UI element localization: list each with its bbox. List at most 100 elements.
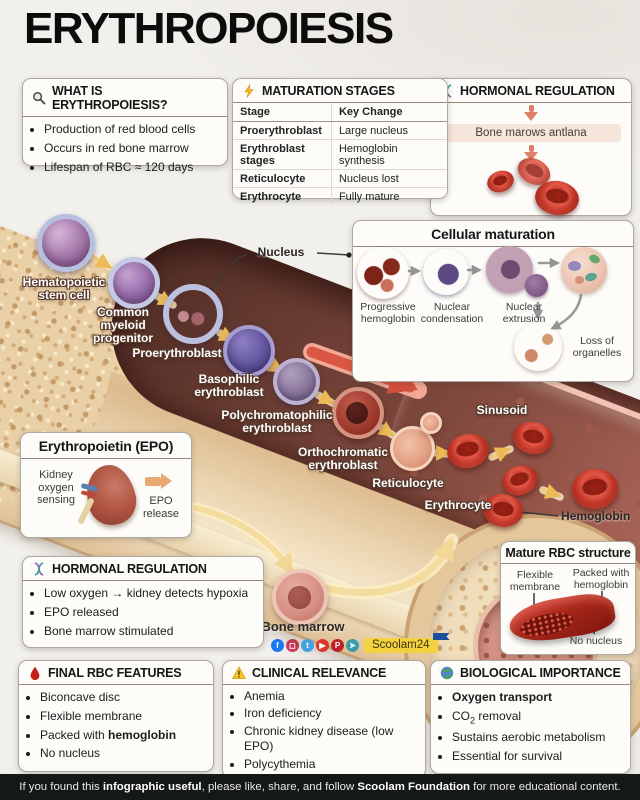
clinical-list: Anemia Iron deficiency Chronic kidney di… bbox=[223, 689, 425, 790]
panel-epo-header: Erythropoietin (EPO) bbox=[21, 433, 191, 459]
magnifier-icon bbox=[33, 92, 46, 105]
bullet-item: Low oxygen → kidney detects hypoxia bbox=[44, 586, 263, 602]
table-row: Erythrocyte Fully mature bbox=[233, 187, 447, 205]
panel-title: BIOLOGICAL IMPORTANCE bbox=[460, 666, 621, 680]
epo-release-label: EPO release bbox=[142, 495, 180, 520]
bullet-item: Oxygen transport bbox=[452, 690, 630, 706]
cell-proerythroblast bbox=[163, 284, 223, 344]
facebook-icon[interactable]: f bbox=[271, 639, 284, 652]
cell-hematopoietic-stem bbox=[37, 214, 95, 272]
footer-text: If you found this bbox=[19, 781, 103, 793]
social-handle[interactable]: Scoolam24 bbox=[364, 633, 450, 653]
panel-biological: BIOLOGICAL IMPORTANCE Oxygen transport C… bbox=[430, 660, 631, 774]
pointer-lines bbox=[209, 252, 559, 517]
panel-hormonal-top-header: HORMONAL REGULATION bbox=[431, 79, 631, 103]
panel-final-rbc: FINAL RBC FEATURES Biconcave disc Flexib… bbox=[18, 660, 214, 772]
telegram-icon[interactable]: ➤ bbox=[346, 639, 359, 652]
panel-title: Erythropoietin (EPO) bbox=[38, 438, 174, 454]
panel-title: MATURATION STAGES bbox=[262, 84, 395, 98]
label-reticulocyte: Reticulocyte bbox=[372, 476, 444, 490]
bullet-item: Polycythemia bbox=[244, 757, 425, 773]
step-label: Progressive hemoglobin bbox=[360, 301, 416, 326]
panel-cellular-maturation-header: Cellular maturation bbox=[353, 221, 633, 247]
panel-title: Cellular maturation bbox=[431, 226, 555, 242]
bullet-item: Anemia bbox=[244, 689, 425, 705]
panel-title: HORMONAL REGULATION bbox=[52, 562, 207, 576]
panel-title: Mature RBC structure bbox=[505, 546, 631, 560]
bullet-item: Biconcave disc bbox=[40, 690, 213, 706]
panel-mature-rbc-header: Mature RBC structure bbox=[501, 542, 635, 564]
table-row: Reticulocyte Nucleus lost bbox=[233, 169, 447, 188]
panel-title: CLINICAL RELEVANCE bbox=[252, 666, 387, 680]
cell-orthochromatic-erythroblast bbox=[332, 387, 384, 439]
col-header-stage: Stage bbox=[233, 103, 332, 122]
page-title: ERYTHROPOIESIS bbox=[24, 4, 394, 53]
down-arrow-icon bbox=[524, 112, 538, 121]
no-nucleus-label: No nucleus bbox=[569, 635, 623, 647]
epo-arrow-stem bbox=[145, 477, 161, 486]
label-basophilic-erythroblast: Basophilic erythroblast bbox=[194, 372, 264, 399]
flag-icon bbox=[432, 633, 450, 640]
panel-what-is-header: WHAT IS ERYTHROPOIESIS? bbox=[23, 79, 227, 117]
bullet-item: CO2 removal bbox=[452, 709, 630, 727]
panel-clinical-header: CLINICAL RELEVANCE bbox=[223, 661, 425, 685]
bullet-item: Lifespan of RBC ≈ 120 days bbox=[44, 160, 227, 176]
twitter-icon[interactable]: t bbox=[301, 639, 314, 652]
panel-title: FINAL RBC FEATURES bbox=[48, 666, 182, 680]
flow-band: Bone marows antlana bbox=[441, 124, 621, 142]
panel-maturation-header: MATURATION STAGES bbox=[233, 79, 447, 103]
instagram-icon[interactable]: ◻ bbox=[286, 639, 299, 652]
youtube-icon[interactable]: ▶ bbox=[316, 639, 329, 652]
panel-biological-header: BIOLOGICAL IMPORTANCE bbox=[431, 661, 630, 685]
bullet-item: Bone marrow stimulated bbox=[44, 624, 263, 640]
panel-hormonal-left-header: HORMONAL REGULATION bbox=[23, 557, 263, 581]
maturation-cell-3-extruded-nucleus bbox=[525, 274, 548, 297]
step-label: Nuclear condensation bbox=[420, 301, 484, 326]
bullet-item: No nucleus bbox=[40, 746, 213, 762]
maturation-cell-1 bbox=[357, 247, 409, 299]
panel-mature-rbc: Mature RBC structure Flexible membrane P… bbox=[500, 541, 636, 655]
label-nucleus: Nucleus bbox=[257, 245, 305, 259]
bullet-item: EPO released bbox=[44, 605, 263, 621]
maturation-table: Stage Key Change Proerythroblast Large n… bbox=[233, 103, 447, 205]
pointer-line bbox=[533, 593, 535, 605]
label-hematopoietic-stem-cell: Hematopoietic stem cell bbox=[22, 275, 106, 302]
final-rbc-list: Biconcave disc Flexible membrane Packed … bbox=[19, 690, 213, 762]
label-polychromatophilic-erythroblast: Polychromatophilic erythroblast bbox=[221, 408, 333, 435]
panel-maturation-stages: MATURATION STAGES Stage Key Change Proer… bbox=[232, 78, 448, 205]
organelle-blob bbox=[568, 261, 581, 271]
dna-icon bbox=[34, 562, 44, 576]
packed-hemoglobin-label: Packed with hemoglobin bbox=[572, 567, 630, 592]
kidney-oxygen-label: Kidney oxygen sensing bbox=[37, 469, 75, 507]
maturation-arrows bbox=[407, 257, 583, 330]
step-label: Nuclear extrusion bbox=[502, 301, 546, 326]
panel-hormonal-left: HORMONAL REGULATION Low oxygen → kidney … bbox=[22, 556, 264, 648]
social-row: f ◻ t ▶ P ➤ Scoolam24 bbox=[271, 633, 450, 653]
bullet-item: Chronic kidney disease (low EPO) bbox=[244, 724, 425, 756]
panel-rbc bbox=[484, 167, 517, 196]
label-orthochromatic-erythroblast: Orthochromatic erythroblast bbox=[297, 445, 388, 472]
label-proerythroblast: Proerythroblast bbox=[132, 346, 222, 360]
step-label: Loss of organelles bbox=[572, 335, 622, 360]
down-arrow-icon bbox=[528, 105, 534, 112]
blood-drop-icon bbox=[30, 666, 40, 680]
pointer-dot-panel bbox=[346, 252, 352, 258]
maturation-cell-5 bbox=[514, 323, 562, 371]
epo-feedback-arrows bbox=[190, 502, 459, 600]
panel-what-is: WHAT IS ERYTHROPOIESIS? Production of re… bbox=[22, 78, 228, 174]
label-bone-marrow: Bone marrow bbox=[261, 619, 345, 634]
cell-bone-marrow bbox=[272, 569, 328, 625]
globe-icon bbox=[440, 666, 454, 680]
label-sinusoid: Sinusoid bbox=[476, 403, 528, 417]
cell-reticulocyte-extrusion bbox=[420, 412, 442, 434]
label-erythrocyte: Erythrocyte bbox=[424, 498, 492, 512]
table-row: Proerythroblast Large nucleus bbox=[233, 121, 447, 140]
bullet-item: Sustains aerobic metabolism bbox=[452, 730, 630, 746]
lightning-icon bbox=[244, 84, 254, 98]
bullet-item: Packed with hemoglobin bbox=[40, 728, 213, 744]
pinterest-icon[interactable]: P bbox=[331, 639, 344, 652]
cell-common-myeloid-progenitor bbox=[108, 257, 160, 309]
panel-final-rbc-header: FINAL RBC FEATURES bbox=[19, 661, 213, 685]
panel-cellular-maturation: Cellular maturation Progressive hemoglob… bbox=[352, 220, 634, 382]
